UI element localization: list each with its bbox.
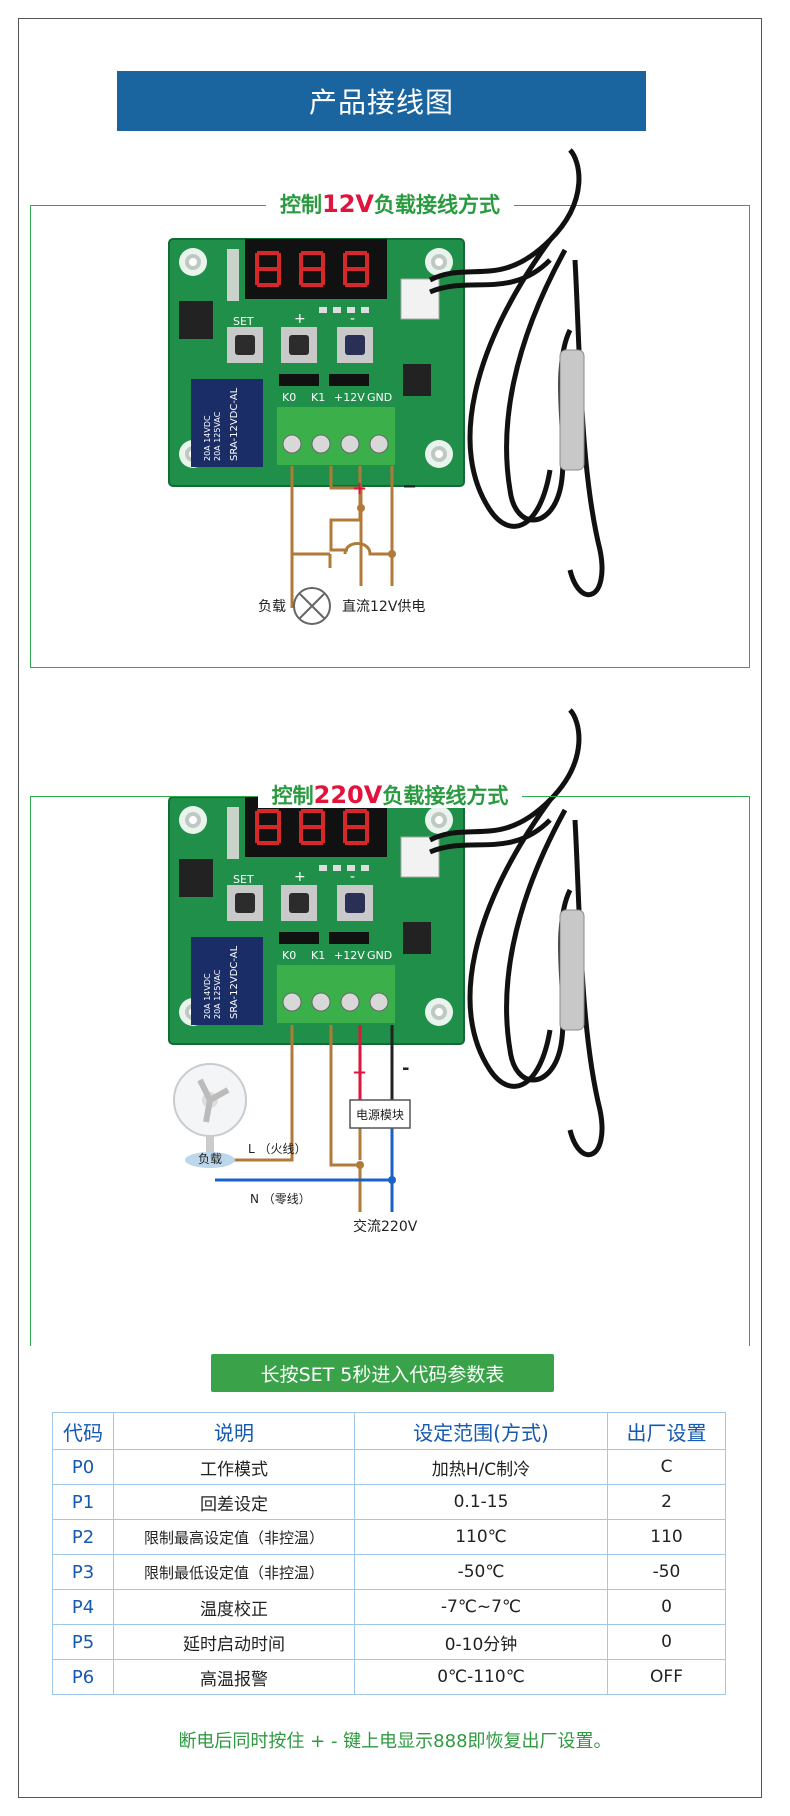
plus-button-label: + (294, 869, 306, 885)
page-frame (18, 18, 762, 1798)
terminal-gnd-label: GND (367, 949, 393, 962)
relay-rating-1: 20A 14VDC (203, 973, 212, 1019)
param-table-header: 代码 说明 设定范围(方式) 出厂设置 (52, 1412, 726, 1450)
header-code: 代码 (52, 1412, 114, 1450)
live-wire-label: L （火线） (248, 1142, 307, 1156)
header-description: 说明 (113, 1412, 355, 1450)
minus-button-label: - (350, 311, 356, 327)
set-button-label: SET (233, 315, 254, 328)
terminal-k1-label: K1 (311, 949, 326, 962)
relay-model-label: SRA-12VDC-AL (229, 945, 240, 1019)
positive-sign-220v: + (352, 1062, 368, 1083)
board-labels-220v: SET + - K0 K1 +12V GND SRA-12VDC-AL 20A … (169, 797, 464, 1044)
factory-reset-note: 断电后同时按住 + - 键上电显示888即恢复出厂设置。 (0, 1727, 790, 1753)
section-220v: 控制220V负载接线方式 (30, 781, 750, 1346)
section-12v-title: 控制12V负载接线方式 (31, 189, 749, 219)
terminal-k0-label: K0 (282, 949, 297, 962)
neutral-wire-label: N （零线） (250, 1192, 311, 1206)
relay-model-label: SRA-12VDC-AL (229, 387, 240, 461)
relay-rating-2: 20A 125VAC (213, 969, 222, 1019)
supply-label-12v: 直流12V供电 (342, 599, 426, 615)
factory-reset-note-text: 断电后同时按住 + - 键上电显示888即恢复出厂设置。 (178, 1731, 612, 1752)
load-label-220v: 负载 (198, 1152, 223, 1166)
header-range: 设定范围(方式) (354, 1412, 608, 1450)
page-title-text: 产品接线图 (308, 86, 454, 119)
negative-sign-12v: − (402, 476, 418, 497)
terminal-k0-label: K0 (282, 391, 297, 404)
param-table-label-text: 长按SET 5秒进入代码参数表 (260, 1363, 505, 1386)
set-button-label: SET (233, 873, 254, 886)
relay-rating-2: 20A 125VAC (213, 411, 222, 461)
load-label-12v: 负载 (258, 599, 286, 615)
section-220v-title: 控制220V负载接线方式 (31, 780, 749, 810)
board-labels-12v: SET + - K0 K1 +12V GND SRA-12VDC-AL 20A … (169, 239, 464, 486)
terminal-12v-label: +12V (334, 949, 365, 962)
page-title: 产品接线图 (117, 71, 646, 131)
power-module-label: 电源模块 (355, 1108, 404, 1122)
terminal-k1-label: K1 (311, 391, 326, 404)
relay-rating-1: 20A 14VDC (203, 415, 212, 461)
param-table-label: 长按SET 5秒进入代码参数表 (211, 1354, 554, 1392)
terminal-12v-label: +12V (334, 391, 365, 404)
minus-button-label: - (350, 869, 356, 885)
negative-sign-220v: - (402, 1058, 410, 1079)
positive-sign-12v: + (352, 478, 368, 499)
plus-button-label: + (294, 311, 306, 327)
supply-label-220v: 交流220V (353, 1219, 418, 1235)
terminal-gnd-label: GND (367, 391, 393, 404)
header-default: 出厂设置 (607, 1412, 726, 1450)
